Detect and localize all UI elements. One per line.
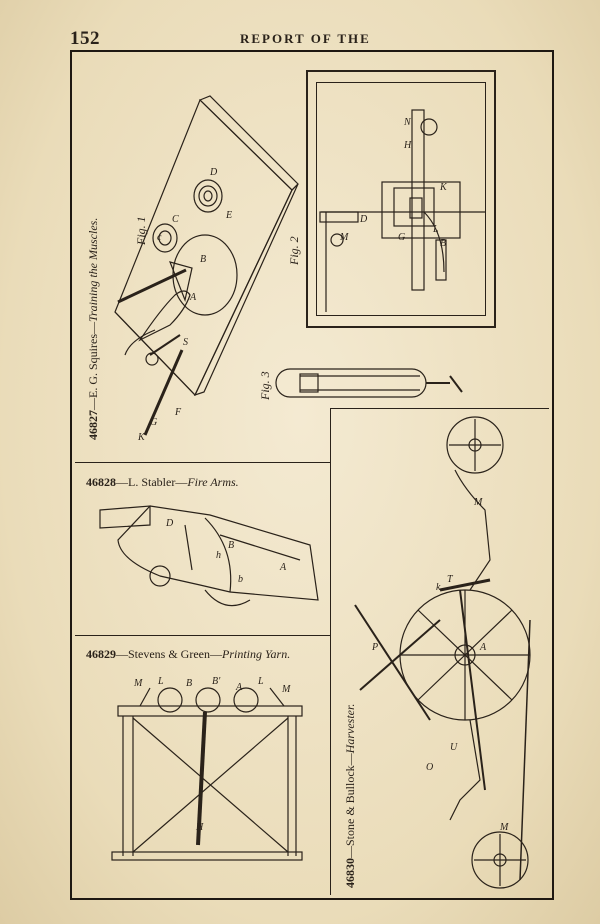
stevens-machine xyxy=(111,687,303,861)
page-number: 152 xyxy=(70,28,100,49)
stone-letter-O: O xyxy=(426,762,433,773)
stevens-letter-L: L xyxy=(157,676,164,687)
divider-stone-left xyxy=(330,408,331,895)
stevens-letter-M: M xyxy=(133,678,143,689)
stabler-firearm xyxy=(99,505,319,607)
fig2-letter-N: N xyxy=(403,117,412,128)
divider-stone-top xyxy=(330,408,549,409)
fig2-letter-M: M xyxy=(339,232,349,243)
letter-c: c xyxy=(157,232,162,243)
letter-E: E xyxy=(225,210,232,221)
letter-F: F xyxy=(174,407,182,418)
letter-K: K xyxy=(137,432,146,443)
stone-letter-T: T xyxy=(447,574,454,585)
caption-stevens: 46829—Stevens & Green—Printing Yarn. xyxy=(86,647,291,661)
letter-B: B xyxy=(200,254,206,265)
stevens-letter-A: A xyxy=(235,682,243,693)
fig2-letter-L: L xyxy=(432,224,439,235)
fig2-letter-D: D xyxy=(359,214,368,225)
stone-letter-A: A xyxy=(479,642,487,653)
stabler-letter-B: B xyxy=(228,540,234,551)
stabler-letter-D: D xyxy=(165,518,174,529)
stevens-letter-M2: M xyxy=(281,684,291,695)
stone-letter-k: k xyxy=(436,582,441,593)
running-head: REPORT OF THE xyxy=(240,31,371,46)
fig2-letter-K: K xyxy=(439,182,448,193)
letter-A: A xyxy=(189,292,197,303)
caption-stone: 46830—Stone & Bullock—Harvester. xyxy=(343,703,357,888)
stevens-letter-H: H xyxy=(195,822,204,833)
squires-fig3-device xyxy=(275,368,463,398)
fig2-letter-G: G xyxy=(398,232,405,243)
fig3-label: Fig. 3 xyxy=(258,371,272,400)
letter-S: S xyxy=(183,337,188,348)
stevens-letter-B: B xyxy=(186,678,192,689)
stone-harvester xyxy=(354,416,531,889)
caption-stabler: 46828—L. Stabler—Fire Arms. xyxy=(86,475,239,489)
squires-fig1-board xyxy=(114,95,299,436)
stone-letter-U: U xyxy=(450,742,458,753)
divider-squires-bottom xyxy=(75,462,330,463)
stabler-letter-b: b xyxy=(238,574,243,585)
stevens-letter-L2: L xyxy=(257,676,264,687)
fig1-label: Fig. 1 xyxy=(134,216,148,245)
letter-D: D xyxy=(209,167,218,178)
squires-fig2-frame-inner xyxy=(316,82,486,316)
plate-frame xyxy=(70,50,554,900)
letter-G: G xyxy=(150,417,157,428)
fig2-letter-B: B xyxy=(440,238,446,249)
squires-fig2-frame-outer xyxy=(306,70,496,328)
fig2-label: Fig. 2 xyxy=(287,236,301,265)
fig2-letter-H: H xyxy=(403,140,412,151)
caption-squires: 46827—E. G. Squires—Training the Muscles… xyxy=(86,217,100,440)
letter-C: C xyxy=(172,214,179,225)
stevens-letter-B2: B' xyxy=(212,676,221,687)
stabler-letter-A: A xyxy=(279,562,287,573)
stabler-letter-h: h xyxy=(216,550,221,561)
divider-stabler-bottom xyxy=(75,635,330,636)
squires-fig2-machine xyxy=(319,109,485,312)
stone-letter-M: M xyxy=(473,497,483,508)
stone-letter-P: P xyxy=(371,642,378,653)
stone-letter-M2: M xyxy=(499,822,509,833)
